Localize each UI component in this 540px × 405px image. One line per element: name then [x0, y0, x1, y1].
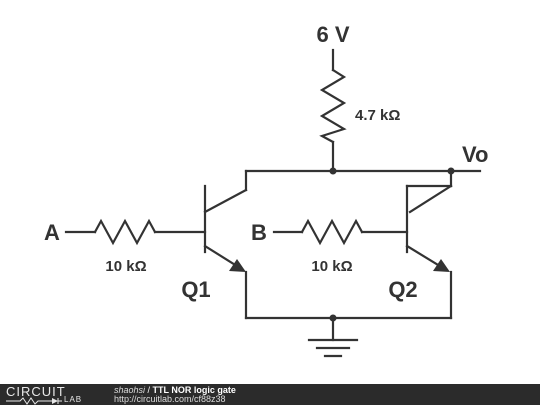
load-resistor-label: 4.7 kΩ — [355, 107, 400, 124]
logo-wordmark-top: CIRCUIT — [6, 384, 66, 399]
transistor-q1-label: Q1 — [181, 277, 210, 302]
q1-collector-lead — [203, 188, 248, 214]
transistor-q2-label: Q2 — [388, 277, 417, 302]
schematic-diagram: 6 V 4.7 kΩ Vo A B 10 kΩ 10 kΩ Q1 Q2 — [44, 22, 488, 358]
q1-emitter-arrow-icon — [229, 259, 246, 272]
circuit-url-link[interactable]: http://circuitlab.com/cf88z38 — [114, 394, 226, 404]
circuit-credit: shaohsi / TTL NOR logic gate — [114, 386, 236, 395]
output-node-junction — [329, 167, 337, 175]
q2-emitter-lead — [405, 244, 445, 270]
input-a-label: A — [44, 220, 60, 245]
credit-separator: / — [145, 385, 153, 395]
logo-waveform-icon — [6, 397, 62, 405]
output-label: Vo — [462, 142, 488, 167]
ground-icon — [307, 338, 359, 358]
footer-bar: CIRCUIT LAB shaohsi / TTL NOR logic gate… — [0, 384, 540, 405]
logo-wordmark-bottom: LAB — [64, 395, 83, 404]
load-resistor — [319, 68, 347, 144]
input-b-label: B — [251, 220, 267, 245]
circuit-title-link[interactable]: TTL NOR logic gate — [152, 385, 236, 395]
base-resistor-2-label: 10 kΩ — [311, 258, 352, 275]
base-resistor-1-label: 10 kΩ — [105, 258, 146, 275]
circuitlab-logo[interactable]: CIRCUIT LAB — [6, 385, 106, 405]
supply-voltage-label: 6 V — [316, 22, 349, 47]
author-link[interactable]: shaohsi — [114, 385, 146, 395]
base-resistor-1 — [93, 218, 157, 246]
base-resistor-2 — [300, 218, 364, 246]
q2-emitter-arrow-icon — [433, 259, 450, 272]
q2-collector-lead — [408, 184, 453, 214]
